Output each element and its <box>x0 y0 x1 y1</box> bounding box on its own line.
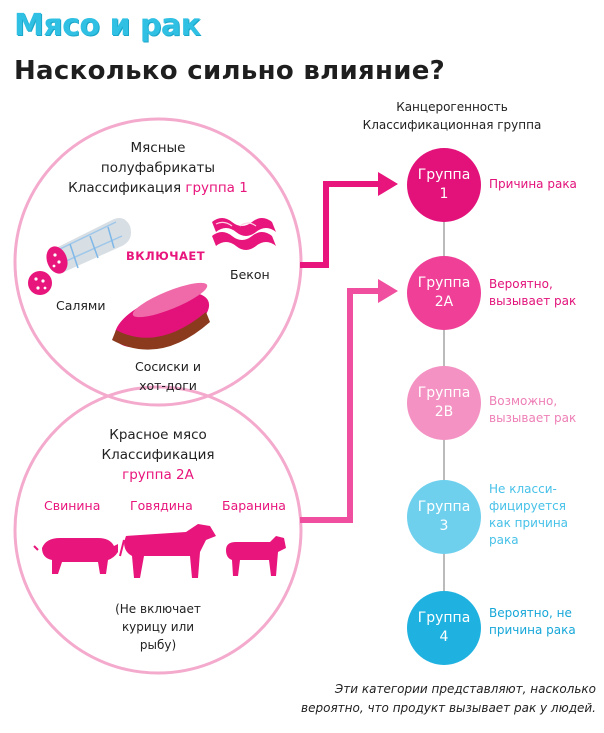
salami-icon <box>28 218 131 295</box>
arrowhead-group1 <box>378 172 398 196</box>
sausages-line2: хот-доги <box>139 378 197 393</box>
group-3-code: 3 <box>439 518 449 534</box>
processed-meat-group-label: группа 1 <box>185 180 248 196</box>
cow-icon <box>119 524 216 578</box>
beef-label: Говядина <box>130 498 193 513</box>
sausages-line1: Сосиски и <box>134 359 201 374</box>
includes-label: ВКЛЮЧАЕТ <box>126 249 206 263</box>
group-1-code: 1 <box>439 186 449 202</box>
red-meat-circle <box>13 385 303 675</box>
processed-meat-line2: полуфабрикаты <box>100 160 216 176</box>
footer-line2: вероятно, что продукт вызывает рак у люд… <box>301 701 596 715</box>
group-2a-desc-line2: вызывает рак <box>489 294 577 308</box>
arrow-processed-to-group1 <box>300 181 380 268</box>
red-meat-note: (Не включает курицу или рыбу) <box>110 600 206 654</box>
processed-meat-line1: Мясные <box>130 140 186 156</box>
processed-meat-classification: Классификация группа 1 <box>48 178 268 198</box>
red-meat-line2: Классификация <box>101 447 215 463</box>
group-4-name: Группа <box>417 610 471 626</box>
group-3-desc-line3: как причина <box>489 516 569 530</box>
footer-note: Эти категории представляют, насколько ве… <box>250 680 596 718</box>
arrowhead-group2a <box>378 279 398 303</box>
carcinogenicity-line2: Классификационная группа <box>362 118 542 132</box>
arrow-redmeat-to-group2a <box>300 288 380 523</box>
group-3-desc-line1: Не класси- <box>489 482 557 496</box>
group-1-node: Группа 1 <box>407 148 481 222</box>
group-2a-node: Группа 2A <box>407 256 481 330</box>
red-meat-note-line1: (Не включает <box>115 602 201 616</box>
bacon-label: Бекон <box>230 267 270 282</box>
red-meat-group-label: группа 2A <box>122 467 194 483</box>
pork-label: Свинина <box>44 498 101 513</box>
group-2b-node: Группа 2B <box>407 366 481 440</box>
red-meat-note-line3: рыбу) <box>139 638 177 652</box>
lamb-label: Баранина <box>222 498 286 513</box>
lamb-icon <box>226 536 286 576</box>
group-3-name: Группа <box>417 499 471 515</box>
red-meat-line1: Красное мясо <box>109 427 207 443</box>
footer-line1: Эти категории представляют, насколько <box>334 682 596 696</box>
group-2b-desc-line2: вызывает рак <box>489 411 577 425</box>
group-4-desc-line2: причина рака <box>489 623 576 637</box>
group-2b-code: 2B <box>434 404 454 420</box>
pig-icon <box>33 538 118 574</box>
group-1-name: Группа <box>417 167 471 183</box>
red-meat-heading: Красное мясо Классификация группа 2A <box>58 425 258 485</box>
group-4-node: Группа 4 <box>407 591 481 665</box>
group-3-node: Группа 3 <box>407 480 481 554</box>
group-2b-name: Группа <box>417 385 471 401</box>
group-3-desc-line4: рака <box>489 533 519 547</box>
carcinogenicity-line1: Канцерогенность <box>396 100 508 114</box>
sausages-label: Сосиски и хот-доги <box>120 357 216 395</box>
page-subtitle: Насколько сильно влияние? <box>14 56 446 86</box>
group-4-desc-line1: Вероятно, не <box>489 606 572 620</box>
group-2a-desc: Вероятно, вызывает рак <box>489 276 576 310</box>
group-1-desc-line1: Причина рака <box>489 177 577 191</box>
processed-meat-class-label: Классификация <box>68 180 182 196</box>
group-1-desc: Причина рака <box>489 176 577 193</box>
group-2a-name: Группа <box>417 275 471 291</box>
bacon-icon <box>212 218 276 250</box>
carcinogenicity-heading: Канцерогенность Классификационная группа <box>352 98 552 134</box>
hotdog-icon <box>112 282 210 350</box>
salami-label: Салями <box>56 298 106 313</box>
group-2b-desc-line1: Возможно, <box>489 394 558 408</box>
group-4-code: 4 <box>439 629 449 645</box>
group-3-desc-line2: фицируется <box>489 499 566 513</box>
group-2a-desc-line1: Вероятно, <box>489 277 553 291</box>
page-title: Мясо и рак <box>14 8 201 43</box>
red-meat-note-line2: курицу или <box>121 620 195 634</box>
group-2a-code: 2A <box>434 294 454 310</box>
processed-meat-heading: Мясные полуфабрикаты Классификация групп… <box>48 138 268 198</box>
group-2b-desc: Возможно, вызывает рак <box>489 393 576 427</box>
group-3-desc: Не класси- фицируется как причина рака <box>489 481 568 549</box>
group-4-desc: Вероятно, не причина рака <box>489 605 576 639</box>
